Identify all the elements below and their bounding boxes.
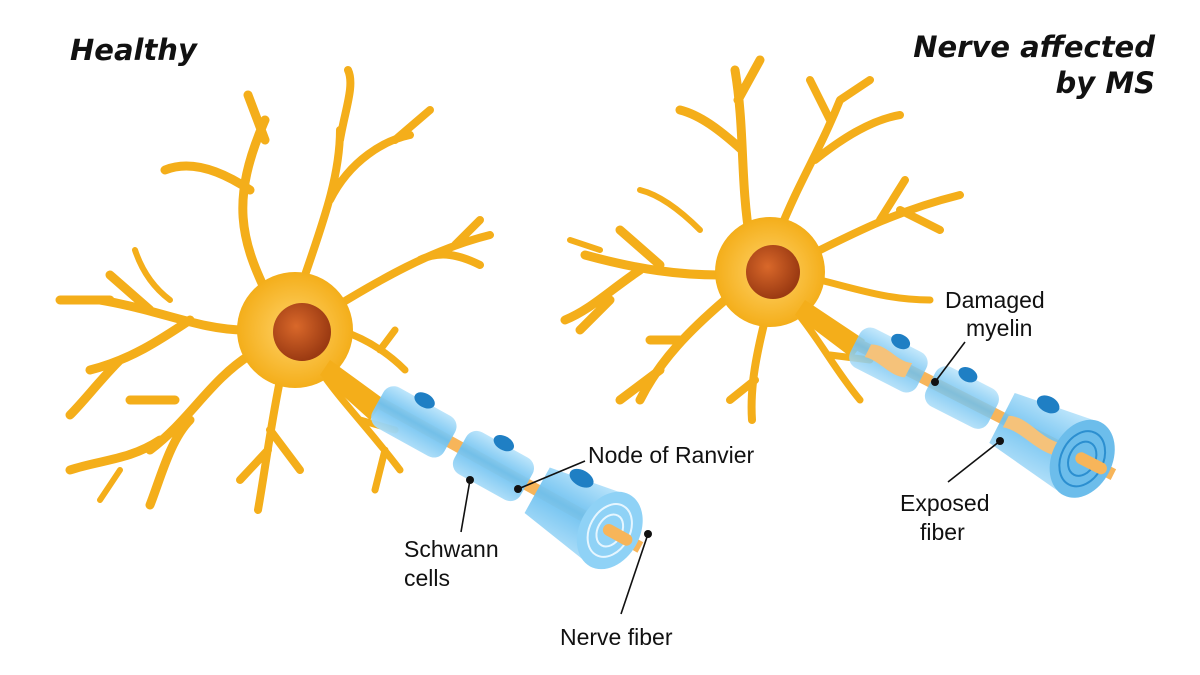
schwann-cells-pointer <box>466 476 474 484</box>
title-healthy: Healthy <box>70 33 198 67</box>
label-node-of-ranvier: Node of Ranvier <box>588 442 755 468</box>
label-exposed-line2: fiber <box>920 519 965 545</box>
label-exposed-line1: Exposed <box>900 490 990 516</box>
label-damaged-line1: Damaged <box>945 287 1045 313</box>
healthy-neuron <box>55 66 644 570</box>
exposed-fiber-pointer <box>996 437 1004 445</box>
title-ms-line2: by MS <box>1055 66 1155 100</box>
ms-nucleus <box>746 245 800 299</box>
ms-neuron <box>560 55 1117 498</box>
damaged-myelin-2 <box>924 366 999 429</box>
schwann-nucleus-1 <box>414 392 435 409</box>
label-nerve-fiber: Nerve fiber <box>560 624 673 650</box>
healthy-axon <box>371 386 644 570</box>
label-schwann-line1: Schwann <box>404 536 499 562</box>
healthy-axon-hillock <box>320 360 385 420</box>
schwann-cell-2 <box>452 430 535 502</box>
node-of-ranvier-pointer <box>514 485 522 493</box>
healthy-nucleus <box>273 303 331 361</box>
damaged-myelin-pointer <box>931 378 939 386</box>
ms-axon-hillock <box>795 300 865 358</box>
schwann-nucleus-3 <box>569 468 594 488</box>
nerve-fiber-pointer <box>644 530 652 538</box>
ms-axon <box>849 327 1117 498</box>
schwann-cell-1 <box>371 386 457 458</box>
title-ms-line1: Nerve affected <box>913 30 1155 64</box>
ms-dendrites <box>560 55 964 424</box>
schwann-nucleus-2 <box>493 435 515 452</box>
label-damaged-line2: myelin <box>966 315 1032 341</box>
label-schwann-line2: cells <box>404 565 450 591</box>
